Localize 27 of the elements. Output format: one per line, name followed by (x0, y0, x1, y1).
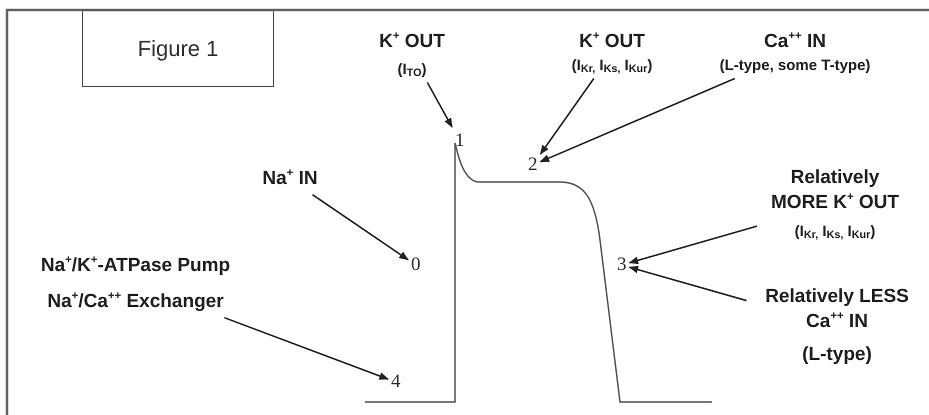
ion-current-label: Na$^{+}$ IN (262, 167, 318, 191)
arrow (540, 78, 594, 155)
figure-label-box (82, 10, 274, 87)
phase-number: 1 (455, 130, 464, 152)
arrow (312, 194, 409, 260)
arrow (426, 82, 453, 128)
channel-label: (I$_{Kr,}$ I$_{Ks,}$ I$_{Kur}$) (794, 222, 876, 242)
arrow (628, 225, 758, 264)
channel-label: (L-type, some T-type) (720, 56, 870, 76)
ion-current-label: Relatively MORE K$^{+}$ OUT (770, 166, 900, 215)
phase-number: 3 (617, 254, 626, 276)
channel-label: (I$_{Kr,}$ I$_{Ks,}$ I$_{Kur}$) (572, 56, 652, 76)
ion-current-label: Na$^{+}$/K$^{+}$-ATPase Pump (40, 254, 230, 278)
arrow (224, 316, 389, 380)
channel-label: (L-type) (802, 343, 872, 367)
phase-number: 0 (411, 254, 420, 276)
ion-current-label: K$^{+}$ OUT (379, 30, 445, 54)
channel-label: Na$^{+}$/Ca$^{++}$ Exchanger (47, 290, 224, 314)
phase-number: 4 (391, 371, 400, 393)
ion-current-label: Ca$^{++}$ IN (764, 30, 826, 54)
ion-current-label: K$^{+}$ OUT (579, 30, 645, 54)
arrow (540, 78, 736, 162)
ion-current-label: Relatively LESS Ca$^{++}$ IN (764, 285, 910, 334)
figure-label: Figure 1 (138, 36, 218, 62)
phase-number: 2 (528, 154, 538, 176)
arrow (628, 266, 747, 302)
channel-label: (I$_{TO}$) (398, 60, 426, 80)
